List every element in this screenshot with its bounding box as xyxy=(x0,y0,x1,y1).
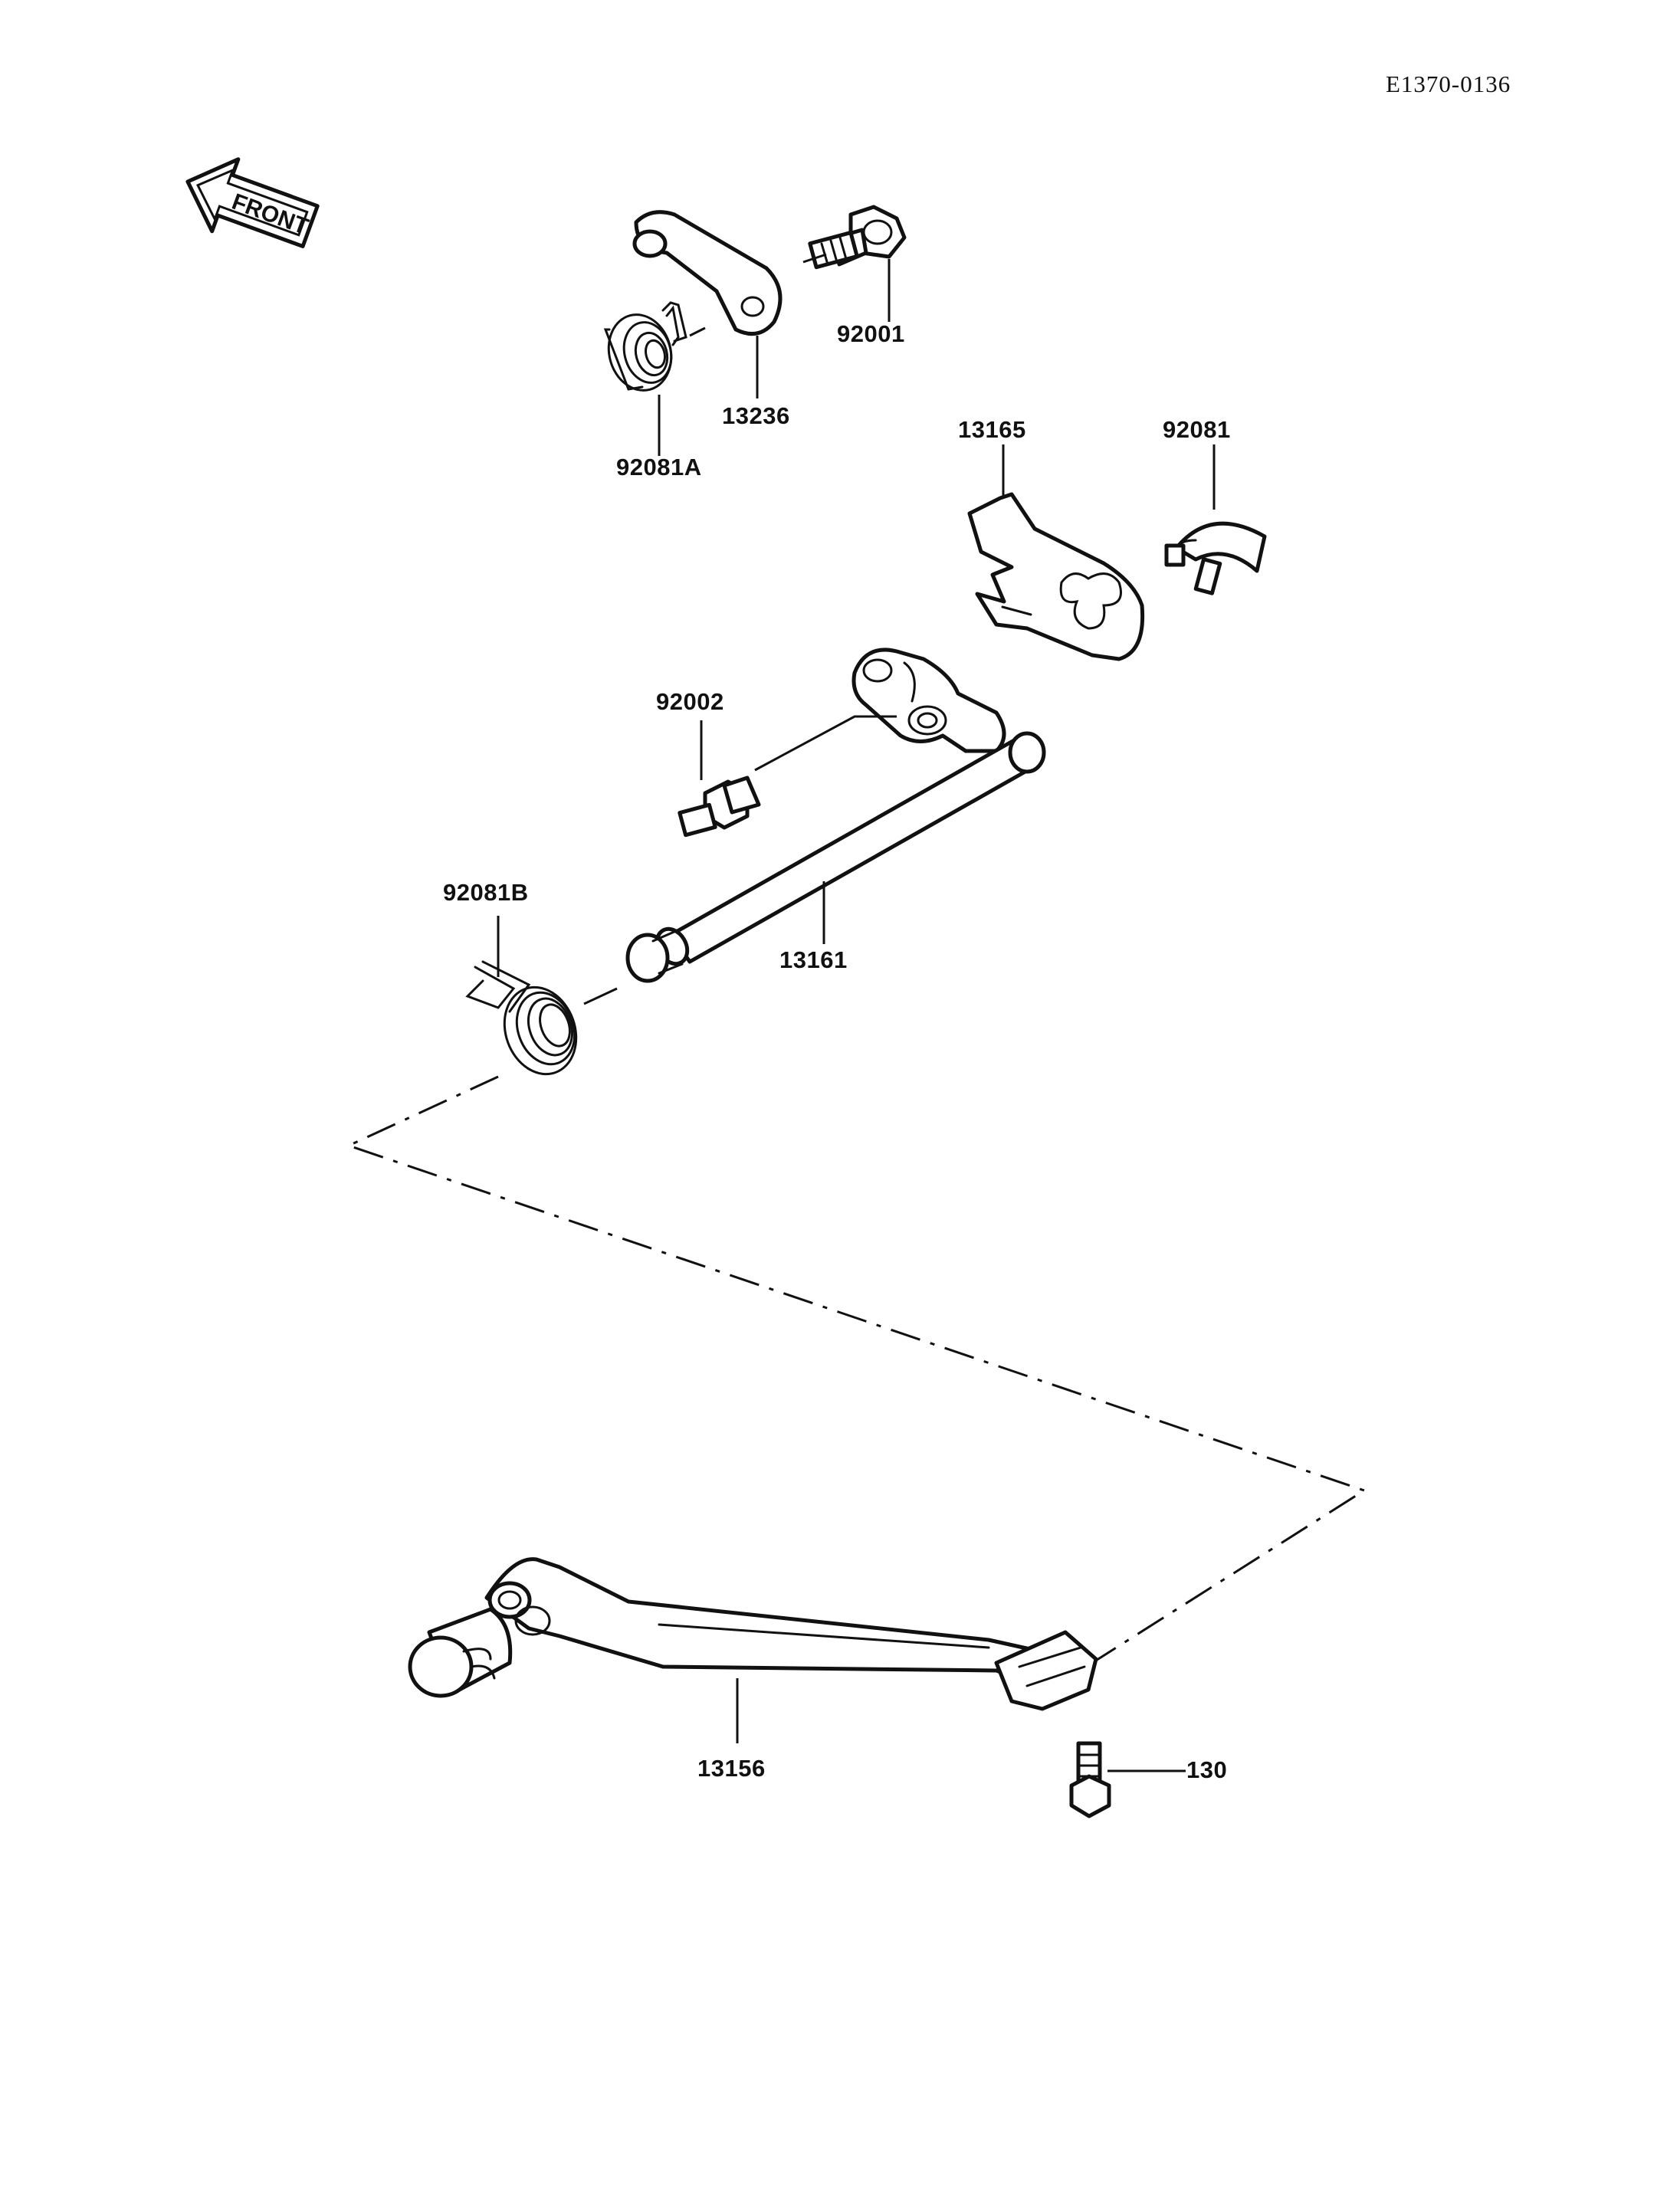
part-13161-shaft xyxy=(625,648,1046,983)
part-92081A-spring xyxy=(603,301,687,392)
part-13156-pedal xyxy=(408,1557,1098,1711)
label-13156: 13156 xyxy=(697,1755,766,1782)
label-13165: 13165 xyxy=(958,416,1026,443)
front-arrow-icon: FRONT xyxy=(185,157,320,248)
dash-92081B-shaft xyxy=(583,987,618,1005)
part-92081-clip xyxy=(1164,521,1267,595)
dash-92002 xyxy=(754,715,897,772)
label-92002: 92002 xyxy=(656,688,724,715)
label-92081B: 92081B xyxy=(443,879,529,906)
label-92081A: 92081A xyxy=(616,454,702,480)
dash-13236-spring xyxy=(689,326,706,337)
drawing-code: E1370-0136 xyxy=(1386,71,1511,97)
part-92081B-spring xyxy=(465,960,578,1076)
part-13165-plate xyxy=(967,492,1145,661)
label-130: 130 xyxy=(1186,1756,1228,1783)
dash-92001 xyxy=(802,253,827,264)
part-92001-bolt xyxy=(808,205,907,270)
part-130-bolt xyxy=(1069,1741,1111,1818)
part-92002-stud xyxy=(678,776,761,838)
part-13236-arm xyxy=(632,210,783,336)
label-13236: 13236 xyxy=(722,402,790,429)
label-92081: 92081 xyxy=(1163,416,1231,443)
alignment-line xyxy=(345,1075,1367,1664)
label-92001: 92001 xyxy=(837,320,905,347)
label-13161: 13161 xyxy=(779,946,848,973)
